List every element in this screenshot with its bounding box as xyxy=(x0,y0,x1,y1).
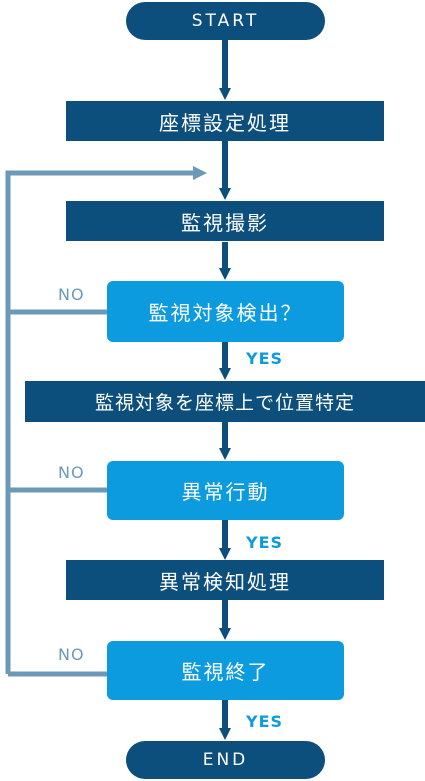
no-label-3: NO xyxy=(58,645,85,664)
yes-label-2: YES xyxy=(246,533,284,552)
detect-decision: 監視対象検出？ xyxy=(107,281,344,342)
no-label-1: NO xyxy=(58,285,85,304)
abnormal-handle-process: 異常検知処理 xyxy=(66,560,384,600)
loop-back-line xyxy=(5,166,207,674)
abnormal-decision: 異常行動 xyxy=(107,461,344,520)
coord-setup-process: 座標設定処理 xyxy=(66,101,384,141)
locate-process: 監視対象を座標上で位置特定 xyxy=(25,381,425,422)
capture-process: 監視撮影 xyxy=(66,201,384,241)
no-label-2: NO xyxy=(58,463,85,482)
start-node: START xyxy=(126,2,325,40)
end-node: END xyxy=(126,741,325,779)
end-decision: 監視終了 xyxy=(107,641,344,700)
yes-label-3: YES xyxy=(246,712,284,731)
yes-label-1: YES xyxy=(246,349,284,368)
